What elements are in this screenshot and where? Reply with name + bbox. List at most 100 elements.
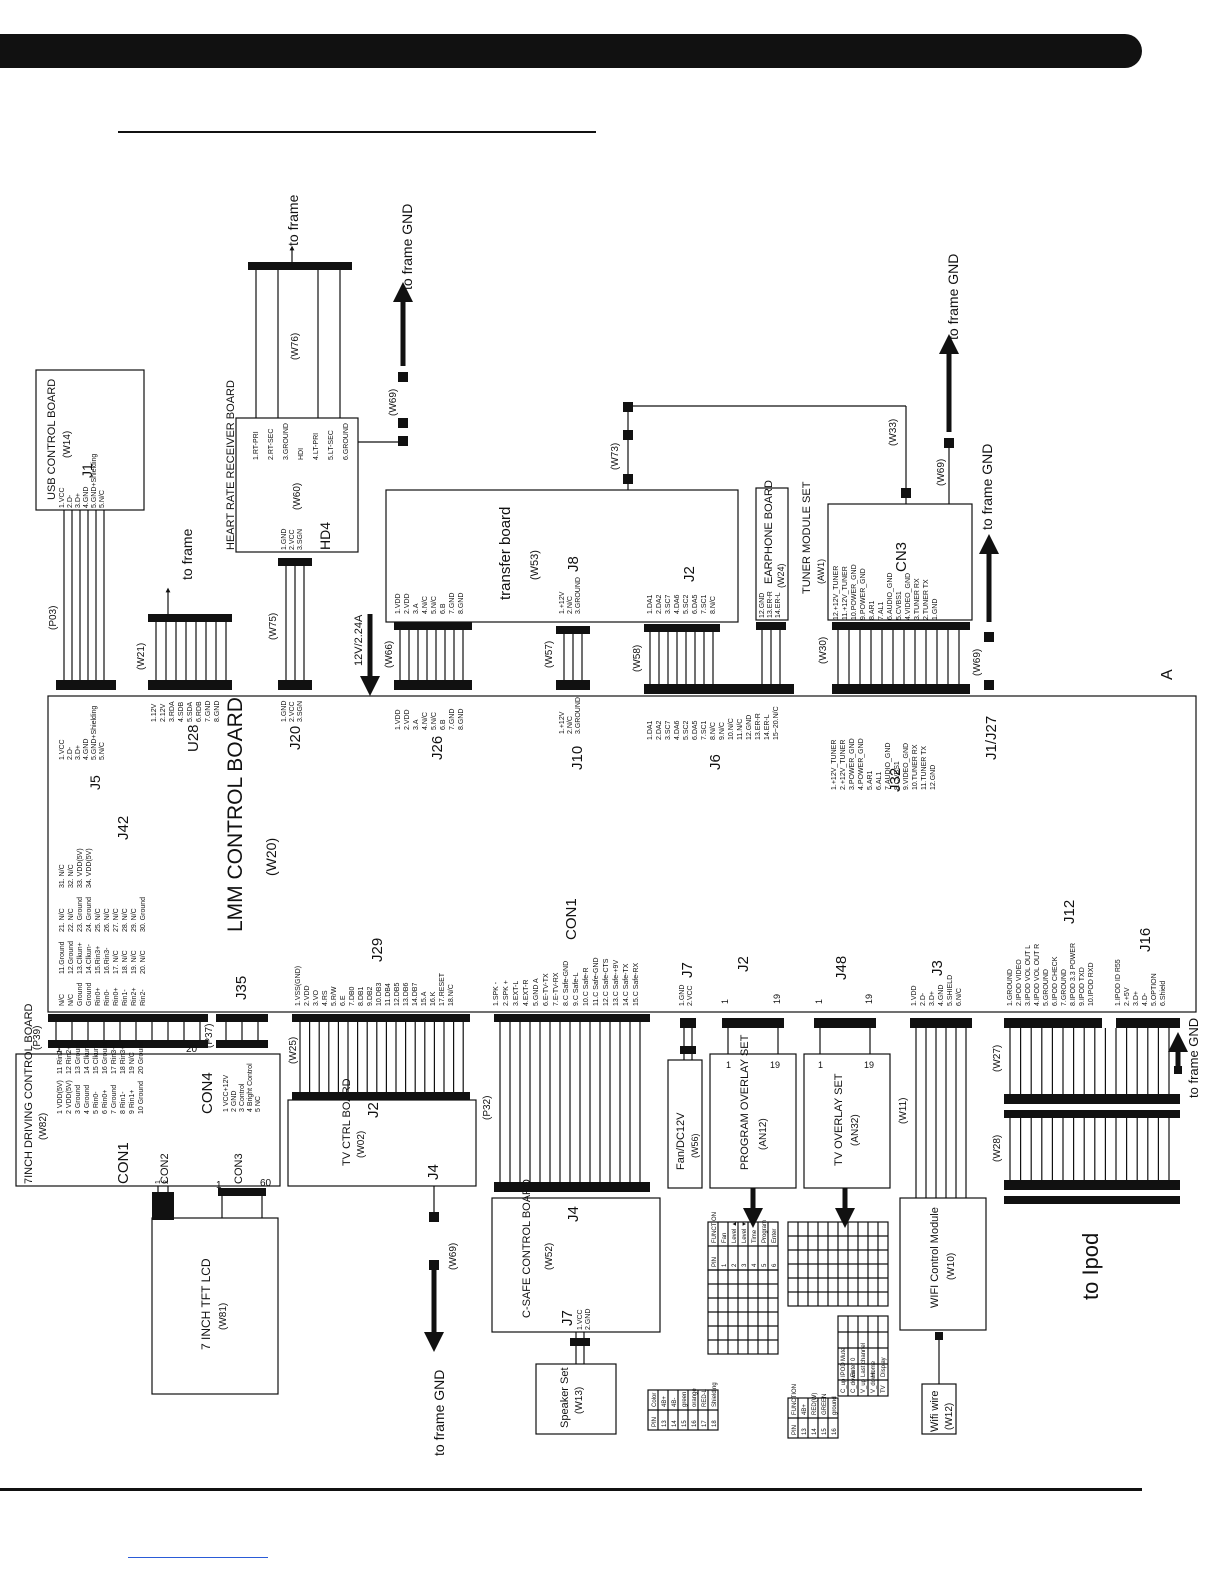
tv-ctrl-title: TV CTRL BOARD — [341, 1078, 353, 1166]
j42-pin: 28. N/C — [122, 908, 129, 932]
tv-overlay-pin-start: 1 — [818, 1060, 823, 1070]
program-overlay-harness — [722, 1018, 784, 1054]
con3-pin-range-start: 1 — [216, 1180, 222, 1191]
connector-j6: J6 — [707, 754, 724, 770]
transfer-board-j2: J2 — [681, 566, 698, 582]
tv-ctrl-code: (W02) — [356, 1131, 367, 1158]
tv-function-cell: Mute — [841, 1347, 847, 1361]
j42-pin: 32. N/C — [68, 864, 75, 888]
drive-pin: 10 Ground — [138, 1081, 145, 1114]
tv-overlay-set — [803, 1053, 891, 1189]
j48-pin-start: 1 — [814, 999, 824, 1004]
tuner-pin: 4.VIDEO_GND — [905, 573, 912, 620]
j42-pin: 15.Rin3+ — [95, 946, 102, 974]
usb-pin: 4.GND — [83, 487, 90, 508]
j32-pin: 9.VIDEO_GND — [903, 743, 910, 790]
earphone-pin: 12.GND — [759, 593, 766, 618]
drive-pin: 14 Clkun- — [84, 1043, 91, 1074]
u28-pin: 4.SDB — [178, 701, 185, 722]
j26-pin: 8.GND — [458, 709, 465, 730]
tv-overlay-title: TV OVERLAY SET — [833, 1073, 845, 1166]
j29-pin: 16.K — [430, 991, 437, 1006]
j42-pin: Rin0- — [104, 989, 111, 1006]
connector-j1-j27: J1/J27 — [983, 716, 1000, 760]
usb-board-j1: J1 — [79, 463, 95, 478]
j48-pin-end: 19 — [864, 994, 874, 1004]
j29-pin: 3.VO — [313, 989, 320, 1006]
transfer-left-pin: 7.GND — [449, 593, 456, 614]
pin-color-table-cell: Color — [652, 1393, 658, 1407]
pin-color-table-cell: 4B+ — [662, 1396, 668, 1407]
j32-pin: 5.AR1 — [867, 770, 874, 790]
j10-pin: 3.GROUND — [575, 697, 582, 734]
lcd-harness — [152, 1186, 266, 1220]
wire-w30 — [832, 622, 970, 694]
drive-pin: 6 Rin0+ — [102, 1090, 109, 1114]
usb-pin: 3.D+ — [75, 493, 82, 508]
con1-pin: 11.C Safe-GND — [593, 958, 600, 1007]
wire-p39 — [48, 1014, 208, 1048]
pin-color-table-cell: 17 — [702, 1420, 708, 1427]
j6-pin: 9.N/C — [719, 722, 726, 740]
drive-con4: CON4 — [199, 1072, 216, 1114]
transfer-j8-pin: 3.GROUND — [575, 577, 582, 614]
transfer-board-title: transfer board — [497, 507, 514, 600]
j3-pin: 6.N/C — [956, 988, 963, 1006]
j6-pin: 15~20.N/C — [773, 706, 780, 740]
j32-pin: 10.TUNER RX — [912, 744, 919, 790]
driving-control-board — [15, 1053, 281, 1187]
tv-function-table-cell: FUNCTION — [792, 1384, 798, 1415]
j42-pin: 23. Ground — [77, 897, 84, 932]
u28-pin: 8.GND — [214, 701, 221, 722]
wifi-control-module — [899, 1197, 987, 1331]
con1-pin: 10.C Safe-R — [583, 967, 590, 1006]
tuner-pin: 11.+12V_TUNER — [842, 566, 849, 620]
transfer-j8-pin: 2.N/C — [567, 596, 574, 614]
wifi-wire — [921, 1383, 957, 1435]
j42-pin: 12.Ground — [68, 941, 75, 974]
j42-pin: 31. N/C — [59, 864, 66, 888]
tft-lcd — [151, 1217, 279, 1395]
drive-pin: 11 Rin2- — [57, 1047, 64, 1074]
lmm-control-board — [47, 695, 1197, 1013]
wifi-wire-code: (W12) — [944, 1403, 955, 1430]
hr-board-hd4: HD4 — [317, 522, 333, 550]
hr-top-pin: HDI — [298, 448, 305, 460]
j16-frame-gnd — [1168, 1032, 1188, 1074]
connector-j12: J12 — [1061, 900, 1078, 924]
wifi-wire-link — [935, 1332, 943, 1384]
transfer-board — [385, 489, 739, 623]
transfer-j2-pin: 5.SC2 — [683, 594, 690, 614]
earphone-harness — [756, 622, 786, 684]
j29-pin: 4.RS — [322, 990, 329, 1006]
j29-pin: 10.DB3 — [376, 983, 383, 1006]
con3-pin-range-end: 60 — [260, 1178, 272, 1189]
wire-code-w58: (W58) — [632, 645, 643, 672]
wifi-code: (W10) — [946, 1253, 957, 1280]
j42-pin: Rin1- — [122, 989, 129, 1006]
wire-code-w75: (W75) — [268, 613, 279, 640]
j29-pin: 11.DB4 — [385, 983, 392, 1006]
j16-pin: 3.D+ — [1133, 991, 1140, 1006]
j6-pin: 11.N/C — [737, 719, 744, 740]
tv-function-table-cell: 14 — [812, 1428, 818, 1435]
j42-pin: 18. N/C — [122, 950, 129, 974]
hr-bottom-pin: 2.VCC — [289, 529, 296, 550]
connector-j48: J48 — [833, 956, 850, 980]
drive-pin: 16 Ground — [102, 1041, 109, 1074]
connector-j3: J3 — [929, 960, 946, 976]
pin-color-table-cell: Shielding — [712, 1382, 718, 1407]
tv-function-table-cell: PIN — [792, 1425, 798, 1435]
j42-pin: 11.Ground — [59, 941, 66, 974]
wire-w69-tuner — [939, 334, 959, 504]
tv-overlay-code: (AN32) — [850, 1114, 861, 1146]
j29-pin: 13.DB6 — [403, 983, 410, 1006]
wire-w75 — [278, 558, 312, 690]
